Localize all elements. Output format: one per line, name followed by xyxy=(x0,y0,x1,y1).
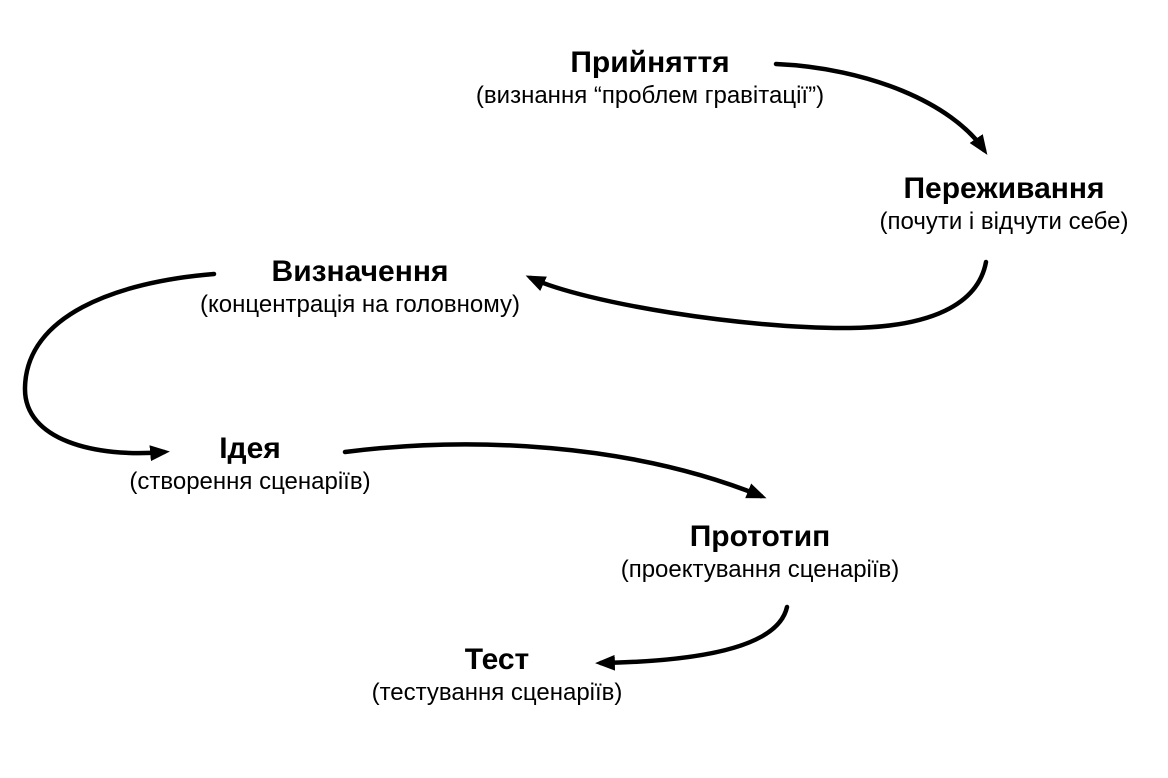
node-acceptance: Прийняття (визнання “проблем гравітації”… xyxy=(476,45,824,111)
node-definition-title: Визначення xyxy=(271,255,449,288)
node-idea-subtitle: (створення сценаріїв) xyxy=(129,468,371,495)
arrow-idea-to-prototype xyxy=(342,442,767,499)
arrow-experience-to-definition xyxy=(525,259,989,331)
node-experience-title: Переживання xyxy=(903,172,1105,205)
node-test-title: Тест xyxy=(464,643,530,676)
arrow-acceptance-to-experience xyxy=(773,61,988,155)
node-prototype-title: Прототип xyxy=(689,520,831,553)
node-test-subtitle: (тестування сценаріїв) xyxy=(371,679,623,706)
node-test: Тест (тестування сценаріїв) xyxy=(372,642,623,708)
node-idea-title: Ідея xyxy=(219,432,281,465)
node-prototype-subtitle: (проектування сценаріїв) xyxy=(620,556,900,583)
node-definition: Визначення (концентрація на головному) xyxy=(200,254,520,320)
node-acceptance-title: Прийняття xyxy=(570,46,730,79)
node-definition-subtitle: (концентрація на головному) xyxy=(200,291,520,318)
node-prototype: Прототип (проектування сценаріїв) xyxy=(621,519,900,585)
node-acceptance-subtitle: (визнання “проблем гравітації”) xyxy=(475,82,825,109)
node-experience-subtitle: (почути і відчути себе) xyxy=(879,208,1129,235)
arrow-definition-to-idea xyxy=(22,271,217,462)
arrow-prototype-to-test xyxy=(595,604,790,671)
node-experience: Переживання (почути і відчути себе) xyxy=(880,171,1129,237)
node-idea: Ідея (створення сценаріїв) xyxy=(129,431,370,497)
